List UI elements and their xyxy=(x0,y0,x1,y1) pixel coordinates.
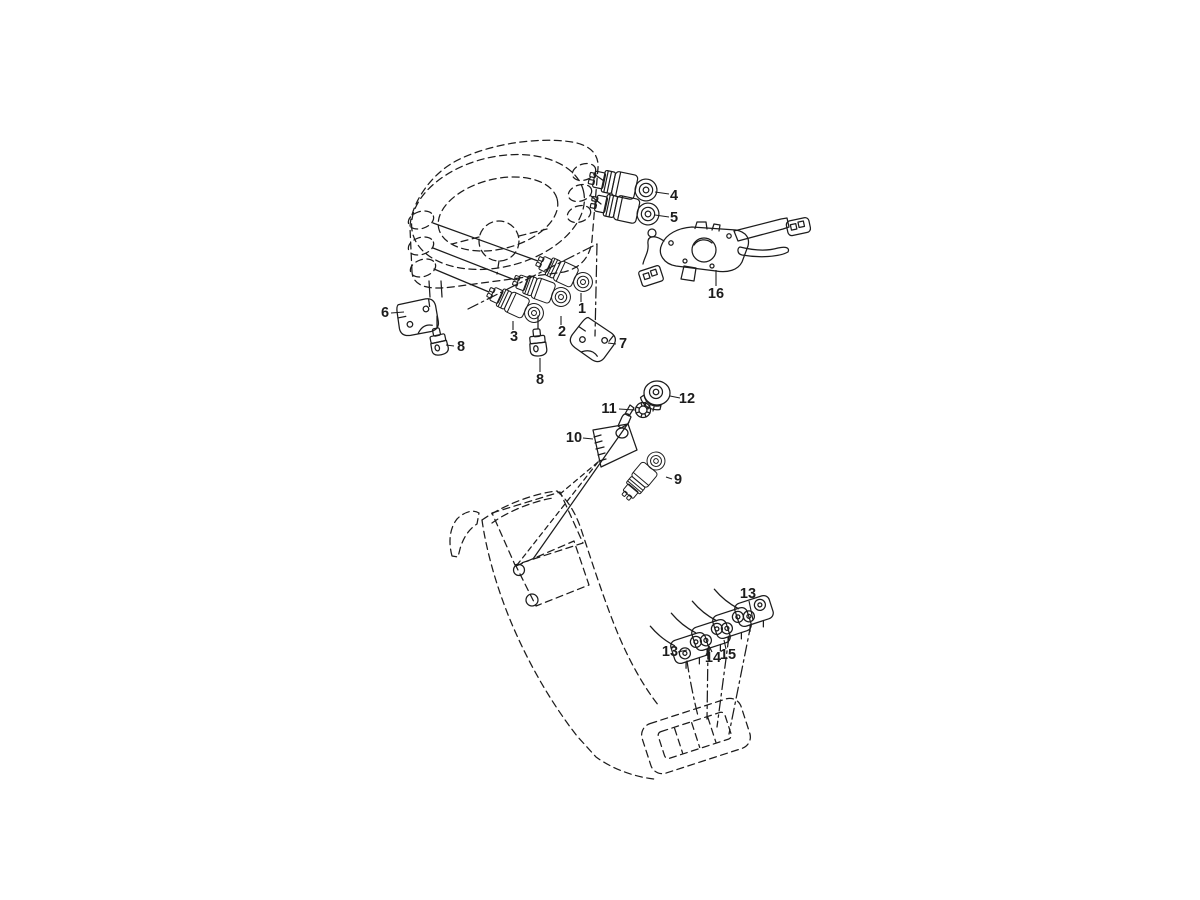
leader-line-5 xyxy=(654,214,670,218)
part-label-6[interactable]: 6 xyxy=(381,305,389,321)
part-label-13b[interactable]: 13 xyxy=(662,644,678,660)
part-label-13a[interactable]: 13 xyxy=(740,586,756,602)
part-label-4[interactable]: 4 xyxy=(670,188,678,204)
ring-part-11 xyxy=(634,401,652,419)
ignition-switch-10 xyxy=(592,404,638,468)
part-label-9[interactable]: 9 xyxy=(674,472,682,488)
instrument-panel-outline xyxy=(407,139,605,298)
console-alignment-lines xyxy=(516,421,630,566)
leader-line-14 xyxy=(708,645,713,653)
part-label-7[interactable]: 7 xyxy=(619,336,627,352)
rocker-part-13-left xyxy=(649,610,714,676)
bulb-part-8 xyxy=(527,327,549,358)
leader-line-9 xyxy=(665,476,673,480)
center-console-outline xyxy=(449,490,752,780)
leader-line-8a xyxy=(445,344,455,347)
bracket-part-7 xyxy=(566,314,620,367)
leader-line-4 xyxy=(654,191,670,195)
switch-part-2 xyxy=(509,269,575,311)
part-label-10[interactable]: 10 xyxy=(566,430,582,446)
part-label-14[interactable]: 14 xyxy=(705,650,721,666)
leader-line-13b xyxy=(677,649,688,653)
mounting-centerlines xyxy=(436,243,598,337)
leader-line-7 xyxy=(607,342,617,345)
leader-line-12 xyxy=(669,395,681,399)
part-label-5[interactable]: 5 xyxy=(670,210,678,226)
part-label-8a[interactable]: 8 xyxy=(457,339,465,355)
leader-line-10 xyxy=(582,437,594,440)
leader-line-11 xyxy=(618,408,636,411)
rocker-part-13-right xyxy=(713,573,778,639)
leader-line-15 xyxy=(723,639,727,650)
part-label-12[interactable]: 12 xyxy=(679,391,695,407)
combination-switch-16 xyxy=(638,217,812,287)
part-label-8b[interactable]: 8 xyxy=(536,372,544,388)
cap-part-12 xyxy=(639,380,671,412)
leader-line-6 xyxy=(390,311,405,314)
part-label-1[interactable]: 1 xyxy=(578,301,586,317)
part-label-3[interactable]: 3 xyxy=(510,329,518,345)
part-label-11[interactable]: 11 xyxy=(601,401,616,417)
part-label-2[interactable]: 2 xyxy=(558,324,566,340)
part-label-16[interactable]: 16 xyxy=(708,286,724,302)
leader-line-13a xyxy=(748,600,754,621)
part-label-15[interactable]: 15 xyxy=(720,647,736,663)
